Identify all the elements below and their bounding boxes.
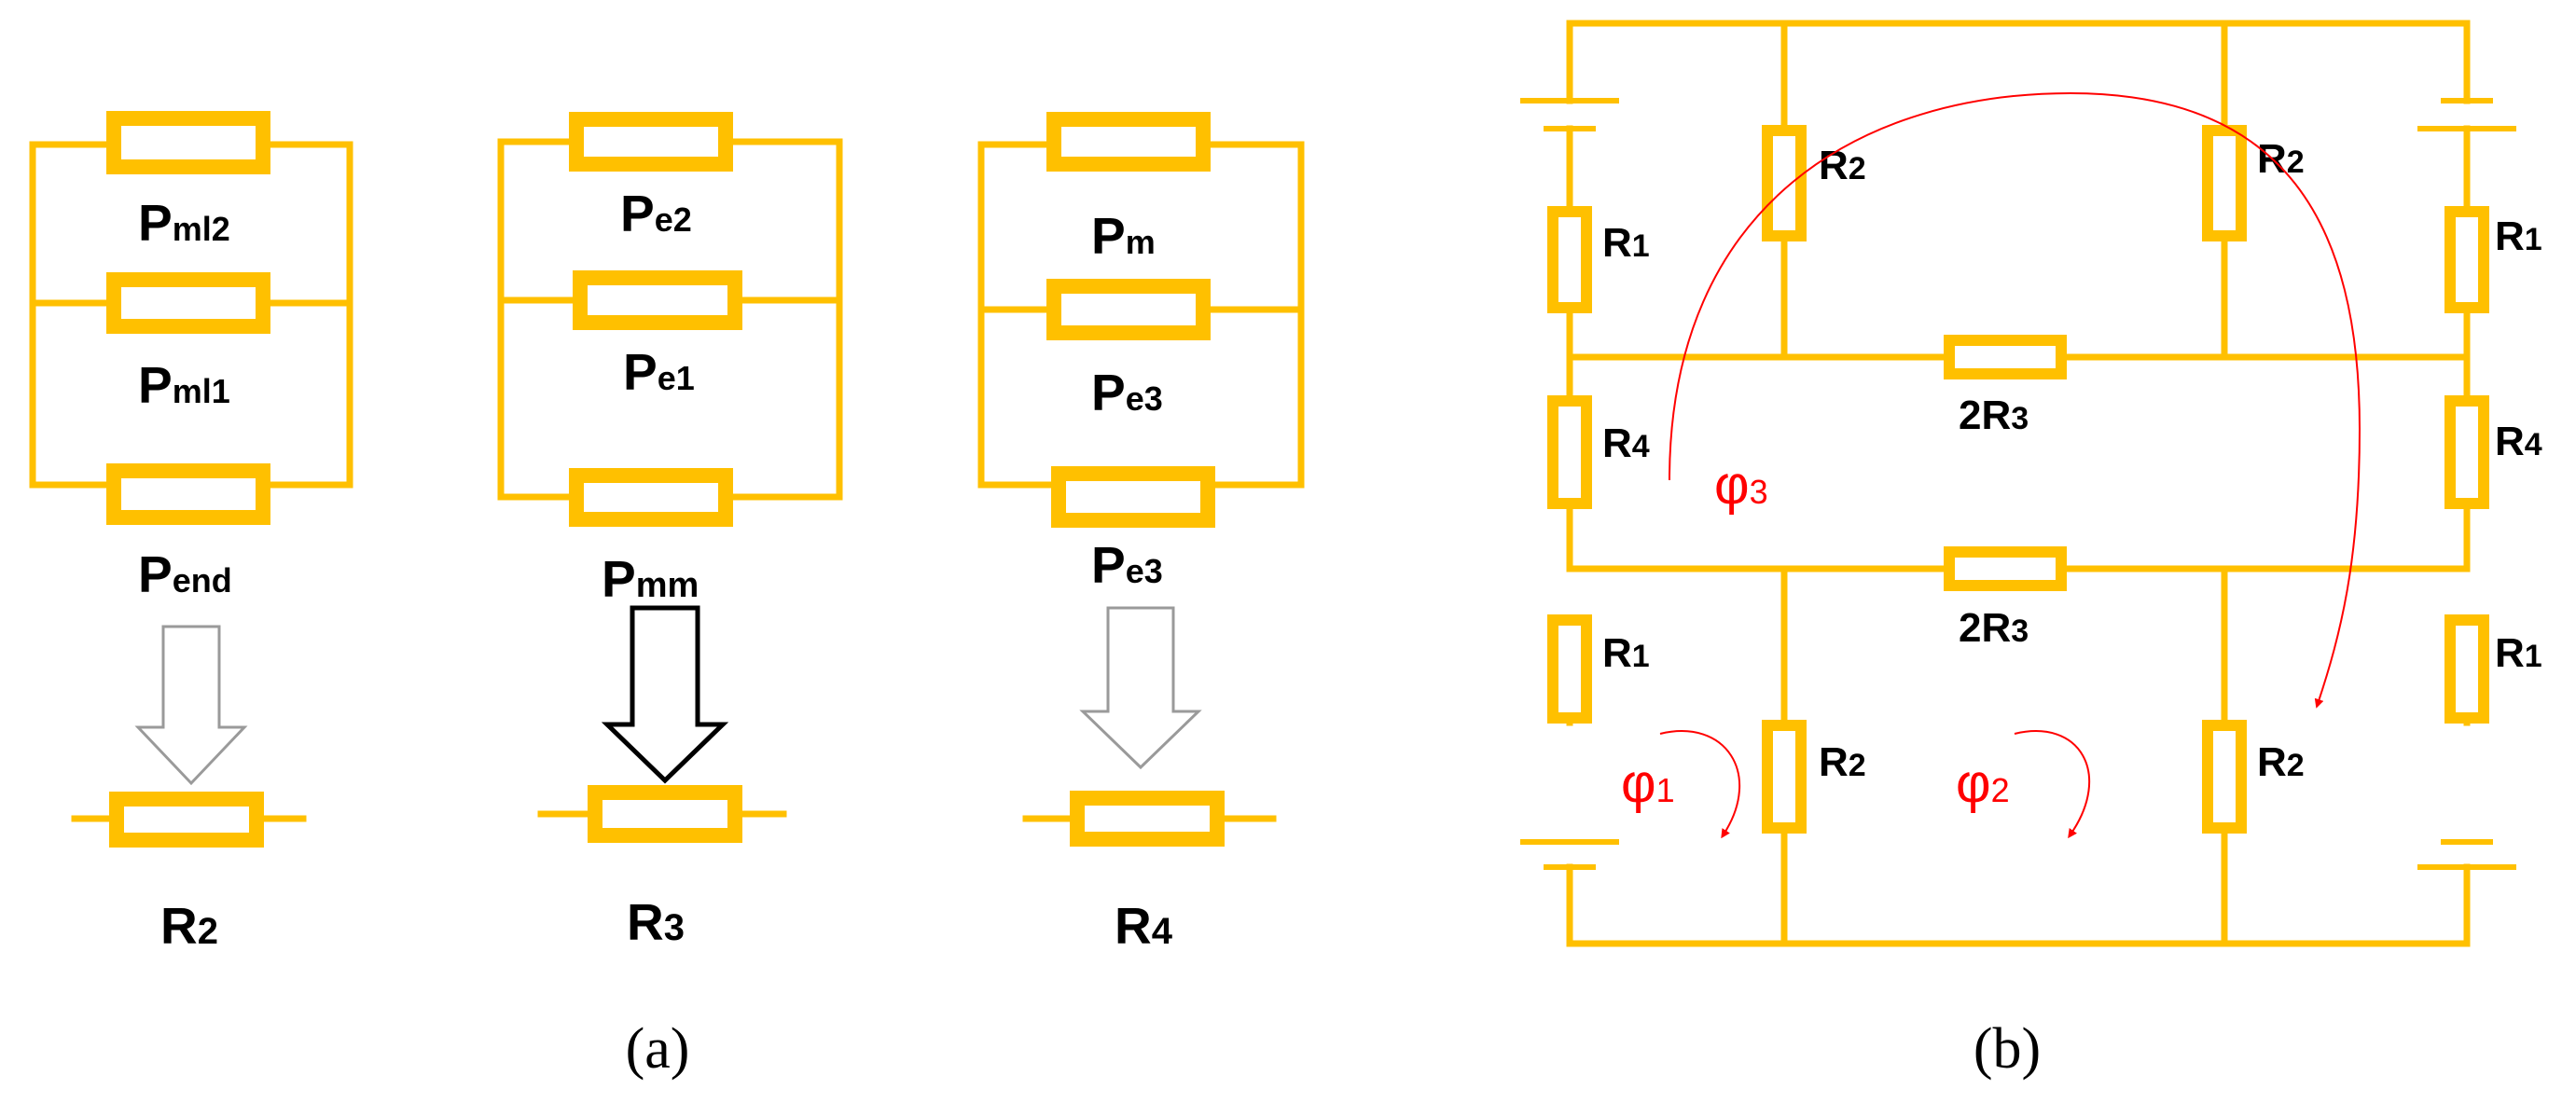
resistor-r3-result bbox=[588, 785, 742, 843]
circuit-wires bbox=[1566, 20, 2471, 947]
loop-arrow-phi2 bbox=[2014, 730, 2090, 839]
label-r1-lower-left: R1 bbox=[1602, 630, 1650, 676]
caption-b: (b) bbox=[1974, 1017, 2041, 1081]
label-phi1: φ1 bbox=[1621, 753, 1675, 814]
loop-arrow-phi1 bbox=[1659, 730, 1741, 839]
label-pml1: Pml1 bbox=[138, 356, 230, 414]
resistor-pml1 bbox=[106, 272, 270, 334]
label-pe1: Pe1 bbox=[623, 343, 695, 401]
resistor-pend bbox=[106, 463, 270, 525]
resistor-2r3-upper bbox=[1944, 335, 2067, 379]
group2-frame bbox=[497, 138, 843, 501]
label-2r3-lower: 2R3 bbox=[1959, 605, 2029, 651]
battery-top-right bbox=[2417, 98, 2516, 131]
resistor-pmm bbox=[569, 468, 733, 527]
resistor-r2-bottom-left bbox=[1762, 720, 1807, 834]
label-r4-left: R4 bbox=[1602, 421, 1650, 466]
battery-top-left bbox=[1520, 98, 1619, 131]
arrow-to-r3 bbox=[601, 605, 729, 784]
group3-frame bbox=[977, 141, 1305, 489]
resistor-r1-lower-left bbox=[1547, 614, 1592, 724]
resistor-r1-upper-left bbox=[1547, 206, 1592, 313]
resistor-r2-bottom-right bbox=[2202, 720, 2247, 834]
panel-b: R2 R2 R1 R1 2R3 R4 R4 2R3 R1 R1 R2 R2 φ1… bbox=[1520, 20, 2542, 1081]
panel-a: Pml2 Pml1 Pend R2 Pe2 Pe1 Pmm R3 bbox=[29, 111, 1305, 1081]
resistor-r1-lower-right bbox=[2444, 614, 2489, 724]
parallel-group-3: Pm Pe3 Pe3 R4 bbox=[977, 112, 1305, 955]
battery-bottom-left bbox=[1520, 839, 1619, 870]
label-phi2: φ2 bbox=[1956, 753, 2010, 814]
resistor-pe3-a bbox=[1046, 279, 1211, 340]
resistor-r1-upper-right bbox=[2444, 206, 2489, 313]
label-phi3: φ3 bbox=[1714, 455, 1768, 516]
resistor-pml2 bbox=[106, 111, 270, 174]
label-pm: Pm bbox=[1091, 207, 1156, 265]
label-pml2: Pml2 bbox=[138, 194, 230, 252]
loop-arrow-phi3 bbox=[1669, 91, 2361, 709]
label-pe2: Pe2 bbox=[620, 185, 692, 242]
caption-a: (a) bbox=[626, 1017, 690, 1081]
group1-frame bbox=[29, 141, 353, 489]
label-r2-top-right: R2 bbox=[2257, 136, 2305, 182]
resistor-r2-top-right bbox=[2202, 125, 2247, 241]
parallel-group-2: Pe2 Pe1 Pmm R3 bbox=[497, 112, 843, 951]
resistor-r4-right bbox=[2444, 395, 2489, 509]
label-r2-bottom-right: R2 bbox=[2257, 739, 2305, 785]
resistor-pe3-b bbox=[1051, 466, 1215, 528]
label-r4-right: R4 bbox=[2495, 419, 2542, 464]
resistor-r4-left bbox=[1547, 395, 1592, 509]
label-r3-result: R3 bbox=[627, 893, 685, 951]
parallel-group-1: Pml2 Pml1 Pend R2 bbox=[29, 111, 353, 955]
resistor-pm bbox=[1046, 112, 1211, 172]
resistor-pe1 bbox=[573, 270, 742, 330]
resistor-pe2 bbox=[569, 112, 733, 172]
resistor-2r3-lower bbox=[1944, 546, 2067, 591]
resistor-r2-top-left bbox=[1762, 125, 1807, 241]
label-r1-upper-right: R1 bbox=[2495, 214, 2542, 259]
label-r2-bottom-left: R2 bbox=[1819, 739, 1866, 785]
battery-bottom-right bbox=[2417, 839, 2516, 870]
label-pe3-a: Pe3 bbox=[1091, 364, 1163, 421]
label-r2-top-left: R2 bbox=[1819, 143, 1866, 188]
label-r4-result: R4 bbox=[1115, 897, 1173, 955]
resistor-r2-result bbox=[109, 792, 264, 848]
arrow-to-r4 bbox=[1079, 606, 1202, 770]
arrow-to-r2 bbox=[134, 625, 248, 786]
label-r1-lower-right: R1 bbox=[2495, 630, 2542, 676]
resistor-r4-result bbox=[1070, 791, 1225, 847]
label-r1-upper-left: R1 bbox=[1602, 220, 1650, 266]
label-pe3-b: Pe3 bbox=[1091, 536, 1163, 594]
label-2r3-upper: 2R3 bbox=[1959, 393, 2029, 438]
label-pmm: Pmm bbox=[602, 550, 699, 608]
label-pend: Pend bbox=[138, 545, 232, 603]
label-r2-result: R2 bbox=[160, 897, 218, 955]
